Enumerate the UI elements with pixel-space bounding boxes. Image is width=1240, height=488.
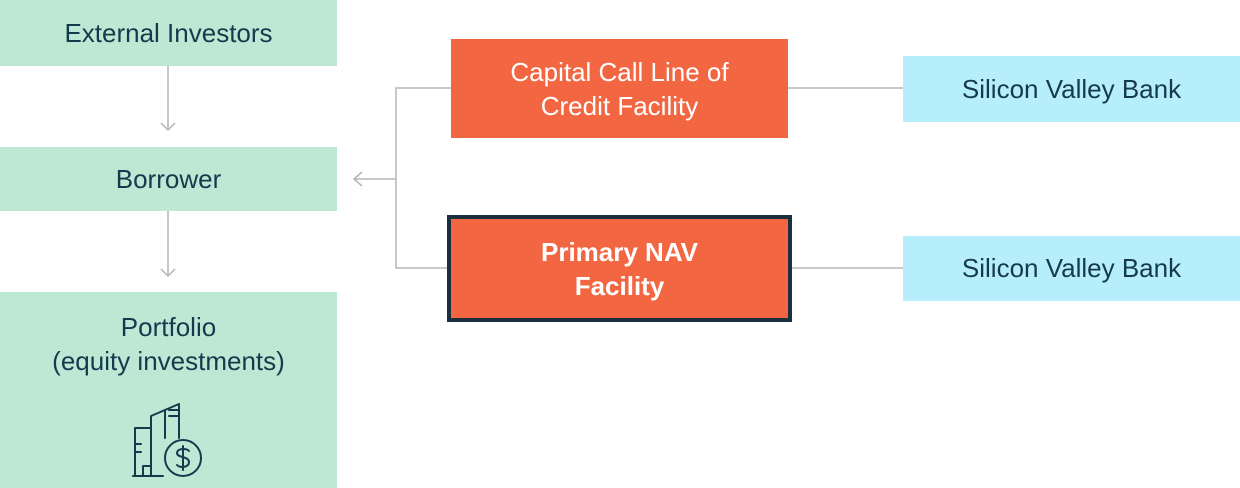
portfolio-label-line2: (equity investments) xyxy=(52,346,285,376)
borrower-label: Borrower xyxy=(115,164,222,194)
portfolio-label-line1: Portfolio xyxy=(120,312,217,342)
buildings-dollar-icon xyxy=(131,403,202,477)
primary-nav-label-line1: Primary NAV xyxy=(540,236,699,267)
arrowhead-borrower-to-portfolio xyxy=(160,268,176,278)
lender-box-top: Silicon Valley Bank xyxy=(903,56,1240,122)
external-investors-label: External Investors xyxy=(64,18,273,48)
external-investors-box: External Investors xyxy=(0,0,337,66)
capital-call-label-line2: Credit Facility xyxy=(540,90,699,121)
primary-nav-label-line2: Facility xyxy=(574,270,665,301)
arrowhead-facilities-to-borrower xyxy=(352,171,363,187)
lender-box-bottom: Silicon Valley Bank xyxy=(903,236,1240,301)
capital-call-label-line1: Capital Call Line of xyxy=(510,56,729,87)
portfolio-box: Portfolio (equity investments) xyxy=(0,292,337,488)
lender-label-top: Silicon Valley Bank xyxy=(961,73,1182,104)
bracket-facilities xyxy=(395,87,451,269)
lender-label-bottom: Silicon Valley Bank xyxy=(961,253,1182,283)
borrower-box: Borrower xyxy=(0,147,337,211)
primary-nav-facility-box: Primary NAV Facility xyxy=(447,215,792,322)
capital-call-facility-box: Capital Call Line of Credit Facility xyxy=(451,39,788,138)
arrowhead-investors-to-borrower xyxy=(160,122,176,132)
